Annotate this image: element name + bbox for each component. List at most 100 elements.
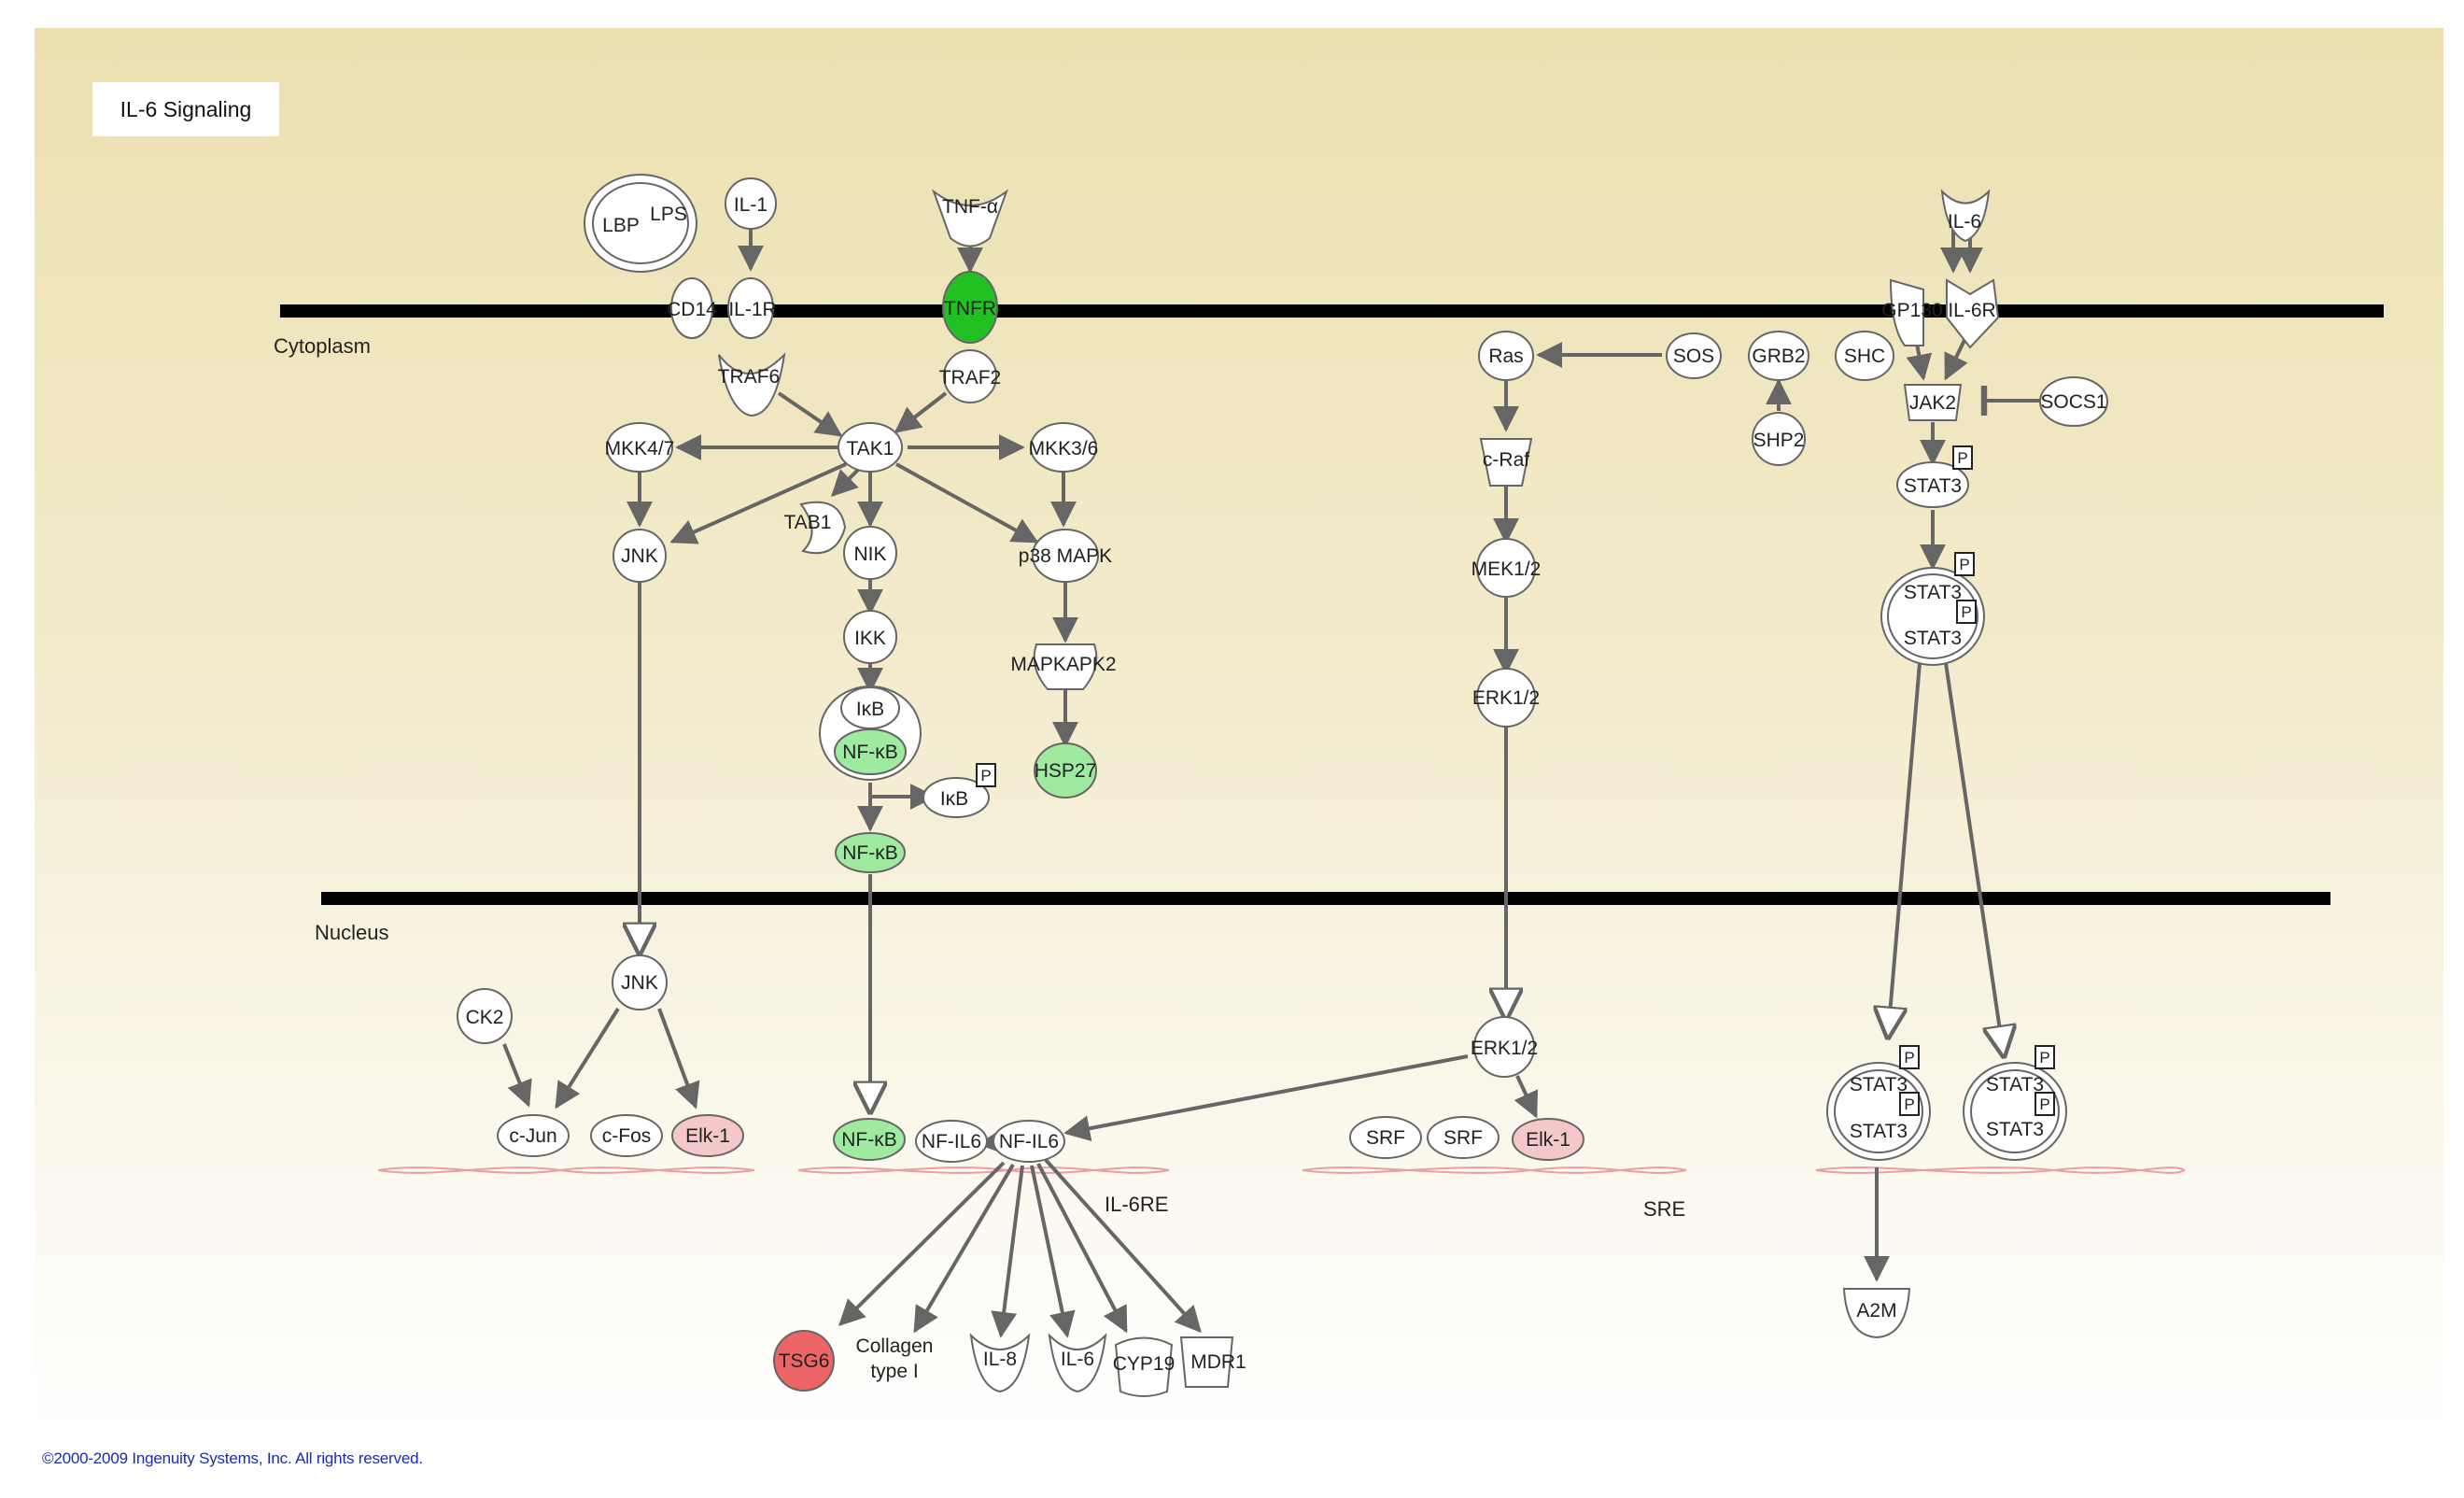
label-jnk: JNK (621, 545, 658, 567)
erk12-node (1476, 668, 1536, 728)
label-erk12: ERK1/2 (1472, 687, 1540, 709)
label-srf2: SRF (1443, 1127, 1483, 1149)
label-shc: SHC (1844, 346, 1885, 367)
hsp27-node (1034, 742, 1097, 798)
tak1-node (838, 422, 903, 473)
mkk36-node (1030, 422, 1097, 473)
label-stat3: STAT3 (1904, 475, 1962, 497)
phospho-label: P (1904, 1049, 1914, 1067)
phospho-label: P (1959, 556, 1969, 573)
srf1-node (1349, 1116, 1422, 1159)
label-tnfa: TNF-α (942, 196, 998, 218)
label-hsp27: HSP27 (1035, 760, 1097, 782)
mdr1-node (1179, 1336, 1234, 1388)
phospho-label: P (2039, 1049, 2049, 1067)
ras-node (1478, 331, 1534, 381)
stat3-dimer-inner (1887, 573, 1978, 659)
label-il6: IL-6 (1948, 211, 1981, 233)
label-nfkb2: NF-κB (842, 842, 898, 864)
socs1-node (2039, 376, 2108, 427)
elk1-node (671, 1114, 744, 1157)
tab1-node (799, 501, 847, 555)
jnk-node (612, 529, 667, 583)
label-stat3a: STAT3 (1904, 582, 1962, 603)
label-jak2: JAK2 (1909, 392, 1956, 414)
traf6-node (718, 352, 786, 417)
label-lbp: LBP (602, 215, 640, 236)
phospho-label: P (1957, 449, 1967, 467)
label-nfkb-nucleus: NF-κB (841, 1129, 897, 1151)
mek12-node (1476, 538, 1536, 598)
traf2-node (943, 349, 997, 403)
label-tak1: TAK1 (847, 438, 894, 459)
phospho-markers: P P P P P P P P (976, 445, 2055, 1116)
nucleus-label: Nucleus (315, 921, 388, 944)
mapkapk2-node (1033, 643, 1098, 690)
shp2-node (1752, 412, 1806, 466)
jak2-node (1903, 384, 1963, 421)
nfil6-a-node (915, 1120, 988, 1163)
label-elk1b: Elk-1 (1526, 1129, 1570, 1151)
label-traf6: TRAF6 (718, 366, 781, 388)
label-gp130: GP130 (1881, 300, 1942, 321)
label-mek12: MEK1/2 (1471, 558, 1542, 580)
stat3-node (1896, 461, 1969, 508)
copyright-notice: ©2000-2009 Ingenuity Systems, Inc. All r… (42, 1449, 423, 1467)
label-elk1: Elk-1 (685, 1125, 730, 1147)
label-cfos: c-Fos (602, 1125, 652, 1147)
label-a2m: A2M (1856, 1300, 1896, 1321)
label-mdr1: MDR1 (1190, 1351, 1246, 1373)
label-cd14: CD14 (667, 299, 717, 320)
il6re-label: IL-6RE (1105, 1193, 1168, 1216)
il1-node (725, 177, 777, 230)
label-socs1: SOCS1 (2040, 391, 2106, 413)
label-traf2: TRAF2 (939, 367, 1002, 389)
label-mkk47: MKK4/7 (605, 438, 675, 459)
phospho-label: P (980, 767, 991, 784)
sos-node (1666, 332, 1722, 379)
label-ikk: IKK (854, 628, 886, 649)
label-stat3-n2a: STAT3 (1986, 1074, 2044, 1095)
label-nfil6b: NF-IL6 (999, 1131, 1059, 1152)
label-cjun: c-Jun (509, 1125, 556, 1147)
craf-node (1479, 438, 1533, 487)
srf2-node (1427, 1116, 1500, 1159)
cyp19-node (1114, 1336, 1174, 1397)
a2m-node (1842, 1288, 1911, 1339)
label-il8: IL-8 (983, 1349, 1017, 1370)
phospho-label: P (1961, 603, 1971, 621)
nik-node (843, 526, 897, 580)
nodes (457, 174, 2108, 1397)
label-il1: IL-1 (734, 194, 767, 216)
tsg6-node (773, 1330, 835, 1392)
label-nfil6a: NF-IL6 (922, 1131, 981, 1152)
label-shp2: SHP2 (1753, 430, 1805, 451)
label-collagen-2: type I (870, 1361, 918, 1382)
il6-node (1940, 189, 1991, 243)
stat3-nucleus-dimer-2-inner (1970, 1069, 2060, 1153)
nfkb-node (834, 728, 907, 775)
label-nik: NIK (853, 544, 886, 565)
gp130-node (1889, 278, 1924, 346)
il8-node (969, 1333, 1031, 1393)
label-stat3-n2b: STAT3 (1986, 1119, 2044, 1140)
label-ikb2: IκB (940, 788, 968, 810)
diagram-title: IL-6 Signaling (92, 82, 279, 136)
il6-out-node (1048, 1333, 1107, 1393)
label-tnfr: TNFR (944, 298, 996, 319)
label-stat3-n1a: STAT3 (1850, 1074, 1908, 1095)
label-tsg6: TSG6 (779, 1350, 830, 1372)
label-craf: c-Raf (1483, 449, 1529, 471)
diagram-background (35, 28, 2443, 1438)
label-stat3b: STAT3 (1904, 628, 1962, 649)
label-il6r: IL-6R (1948, 300, 1995, 321)
cd14-node (670, 277, 713, 339)
nfkb2-node (835, 832, 906, 873)
ck2-node (457, 988, 513, 1044)
label-collagen-1: Collagen (856, 1335, 934, 1357)
ikk-node (843, 610, 897, 664)
label-lps: LPS (650, 204, 687, 225)
label-stat3-n1b: STAT3 (1850, 1121, 1908, 1142)
tnfr-node (942, 271, 998, 344)
